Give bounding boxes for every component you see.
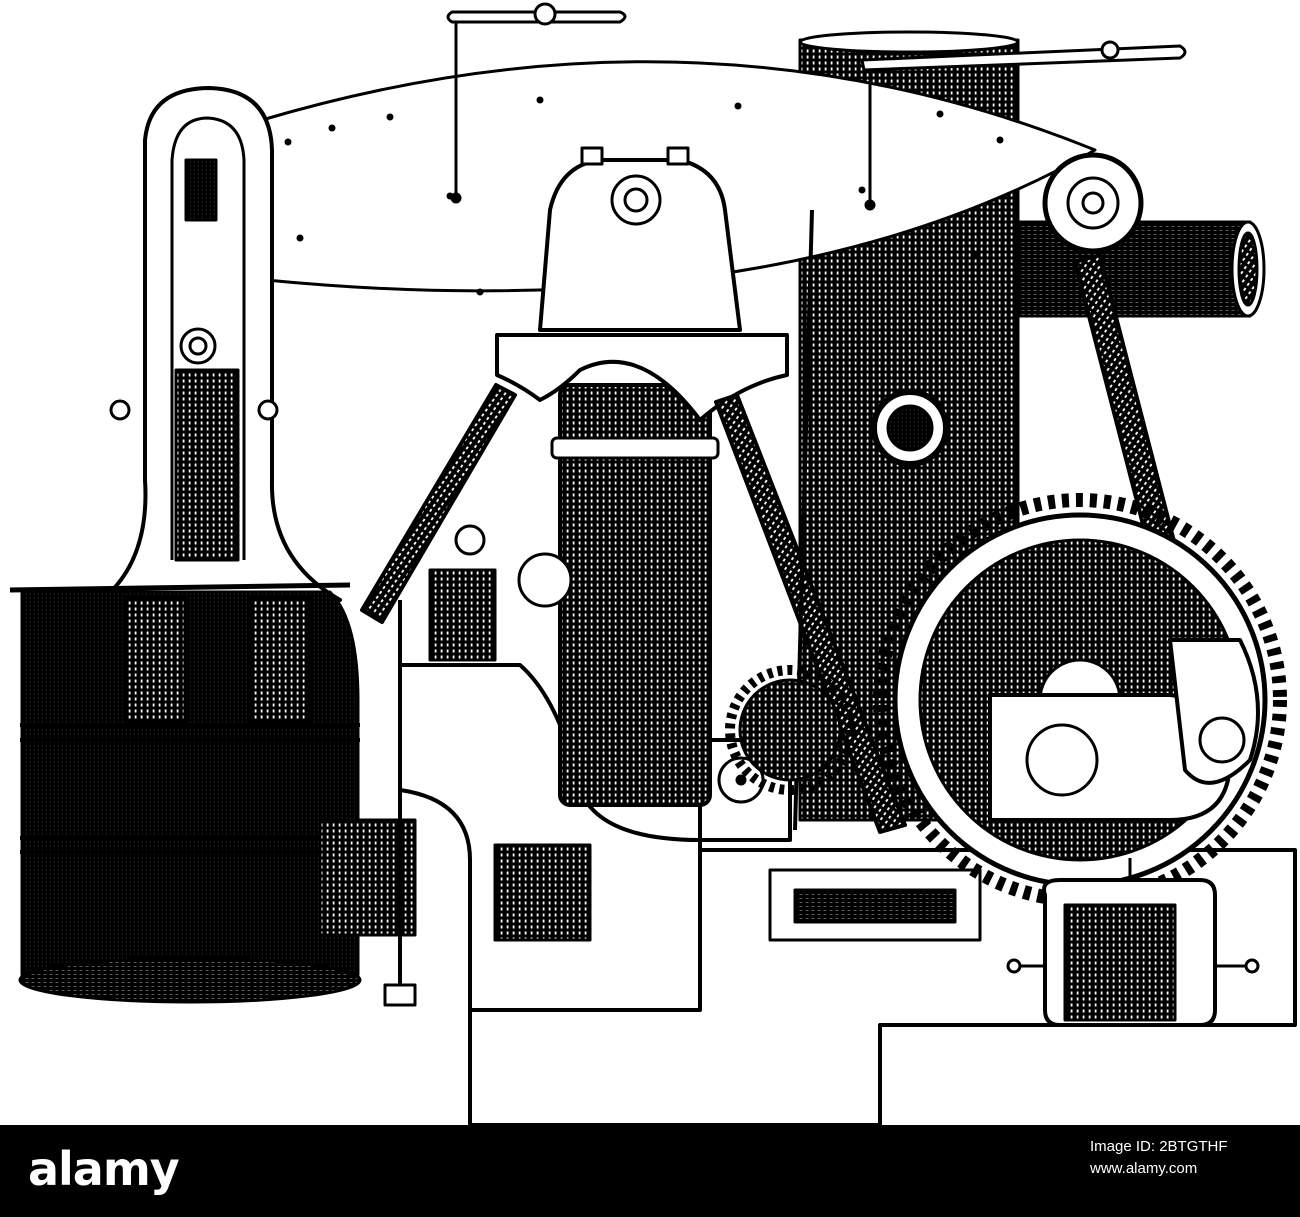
crank-assembly: [988, 638, 1260, 822]
pump-fitting: [1006, 858, 1260, 1027]
source-url: www.alamy.com: [1090, 1160, 1198, 1177]
small-gear: [725, 665, 855, 795]
pillow-block: [495, 146, 789, 422]
governor: [428, 524, 573, 662]
central-frame: [318, 663, 792, 1012]
condenser-tank: [9, 582, 362, 1004]
alamy-logo: alamy: [28, 1142, 180, 1196]
beam-end-wheel: [1042, 152, 1144, 254]
central-cylinder: [550, 383, 720, 807]
base-rod: [383, 600, 417, 1007]
image-id-label: Image ID: 2BTGTHF: [1090, 1138, 1228, 1155]
valve-rods: [446, 2, 1187, 211]
steam-engine-illustration: [9, 2, 1297, 1125]
watermark-bar: alamy Image ID: 2BTGTHF www.alamy.com: [0, 1125, 1300, 1217]
a-frame-housing: [100, 86, 342, 602]
